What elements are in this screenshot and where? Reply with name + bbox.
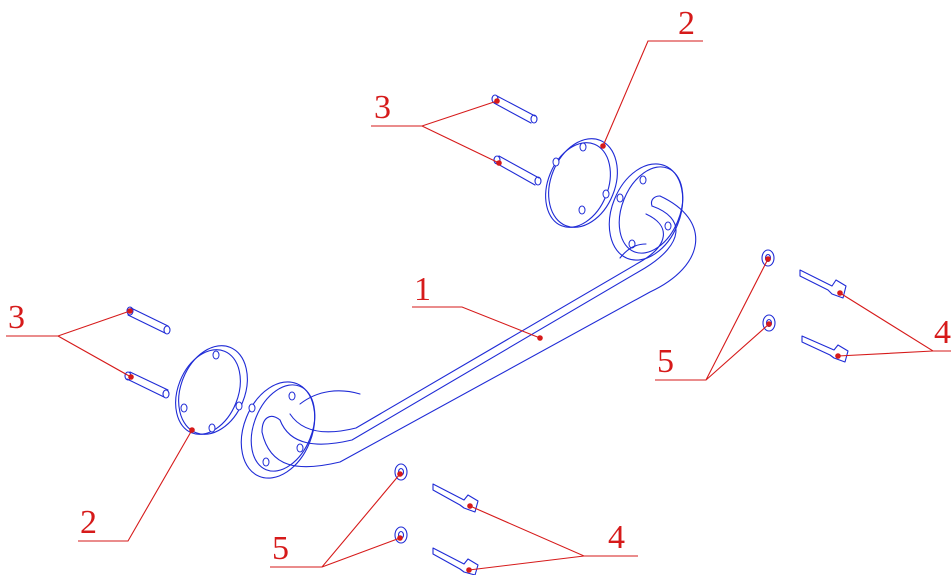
callout-4-bottom: 4 <box>466 503 638 573</box>
callout-3-top: 3 <box>371 89 502 166</box>
wall-anchor-top-1 <box>491 94 538 124</box>
callout-4-right: 4 <box>835 290 951 359</box>
screw-right-1 <box>799 269 847 299</box>
wall-plate-bottom <box>175 345 248 435</box>
callout-4-bottom-label: 4 <box>608 519 625 556</box>
screw-bottom-1 <box>432 483 479 513</box>
callout-5-bottom: 5 <box>270 471 403 568</box>
callout-2-top-label: 2 <box>678 5 695 42</box>
screw-right-2 <box>801 335 849 363</box>
callout-1-label: 1 <box>414 271 431 308</box>
callout-3-top-label: 3 <box>374 89 391 126</box>
screw-bottom-2 <box>432 547 479 575</box>
callout-2-bottom-label: 2 <box>80 504 97 541</box>
wall-anchor-left-2 <box>124 371 170 399</box>
callout-3-left-label: 3 <box>8 299 25 336</box>
callout-5-bottom-label: 5 <box>272 530 289 567</box>
callout-2-top: 2 <box>600 5 703 149</box>
callout-1: 1 <box>412 271 543 341</box>
grab-bar-flange-left <box>240 381 316 479</box>
wall-anchor-left-1 <box>126 306 171 335</box>
callout-3-left: 3 <box>6 299 134 380</box>
grab-bar-tube <box>240 163 697 479</box>
callout-5-right-label: 5 <box>657 343 674 380</box>
wall-plate-top <box>545 138 618 228</box>
wall-anchor-top-2 <box>493 155 542 186</box>
callout-4-right-label: 4 <box>934 314 951 351</box>
callout-2-bottom: 2 <box>78 427 195 542</box>
callout-5-right: 5 <box>655 256 772 381</box>
grab-bar-flange-right <box>608 163 684 261</box>
